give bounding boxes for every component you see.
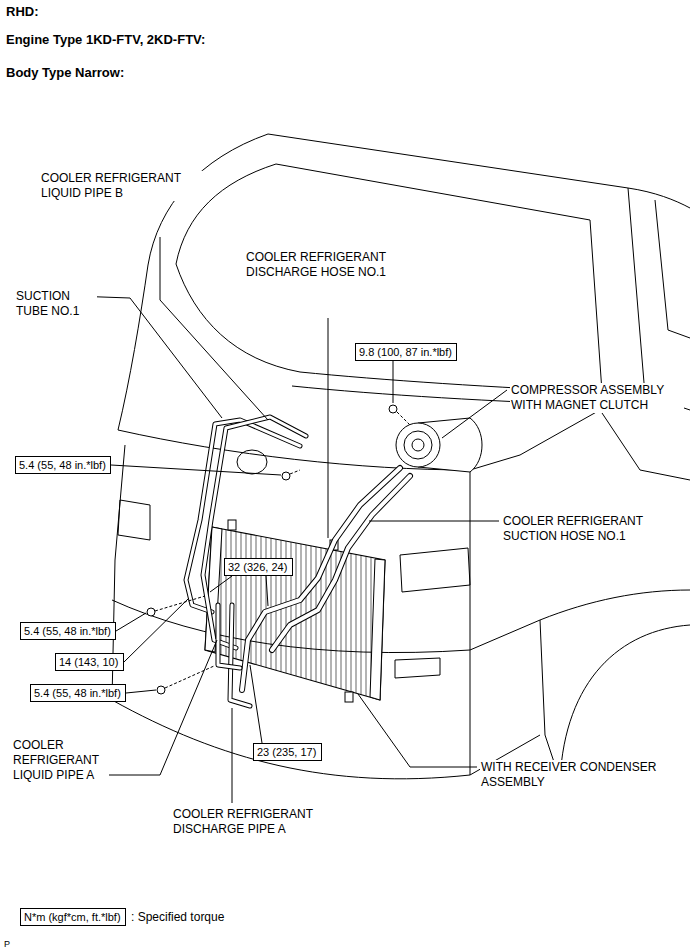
torque-value: 23 (235, 17)	[257, 745, 316, 759]
part-name: WITH RECEIVER CONDENSER ASSEMBLY	[480, 760, 674, 790]
part-name: COMPRESSOR ASSEMBLY WITH MAGNET CLUTCH	[510, 383, 684, 413]
discharge-hose	[242, 468, 400, 690]
legend-text: : Specified torque	[130, 910, 225, 925]
part-name: COOLER REFRIGERANT LIQUID PIPE B	[40, 171, 202, 201]
part-name: COOLER REFRIGERANT LIQUID PIPE A	[12, 738, 109, 783]
magnet-clutch	[396, 423, 440, 467]
discharge-hose	[242, 468, 400, 690]
bracket	[228, 520, 236, 530]
view-heading: Body Type Narrow:	[5, 65, 125, 80]
bolt	[147, 608, 155, 616]
leader-line	[266, 576, 268, 606]
part-name: SUCTION TUBE NO.1	[15, 289, 97, 319]
hood-lip	[118, 410, 600, 470]
torque-box: N*m (kgf*cm, ft.*lbf)	[20, 908, 126, 926]
bolt	[389, 405, 397, 413]
torque-value: 5.4 (55, 48 in.*lbf)	[19, 458, 106, 472]
condenser-tank	[370, 559, 385, 700]
leader-line	[442, 390, 507, 438]
fender-line	[540, 620, 560, 780]
torque-box: 14 (143, 10)	[55, 653, 124, 671]
fog-lamp	[395, 658, 440, 678]
leader-line	[116, 613, 146, 631]
liquid-pipe-a	[218, 605, 240, 668]
headlight	[118, 500, 150, 540]
torque-box: 23 (235, 17)	[253, 743, 322, 761]
bracket	[345, 692, 353, 702]
bolt-axis	[155, 596, 205, 611]
leader-line	[369, 521, 499, 522]
part-name: COOLER REFRIGERANT SUCTION HOSE NO.1	[502, 514, 672, 544]
roof-line	[148, 134, 690, 265]
figure-code: P	[3, 937, 11, 952]
torque-value: 5.4 (55, 48 in.*lbf)	[34, 686, 121, 700]
bolt	[282, 472, 290, 480]
torque-value: N*m (kgf*cm, ft.*lbf)	[24, 910, 121, 924]
emblem	[237, 450, 267, 474]
torque-value: 32 (326, 24)	[228, 560, 287, 574]
liquid-pipe-a	[218, 605, 240, 668]
windshield	[176, 164, 602, 392]
fender-line	[600, 410, 690, 480]
view-heading: Engine Type 1KD-FTV, 2KD-FTV:	[5, 32, 206, 47]
leader-line	[250, 665, 262, 743]
wheel-arch	[560, 625, 690, 780]
bolts	[147, 405, 410, 694]
torque-value: 14 (143, 10)	[59, 655, 118, 669]
side-window	[655, 200, 690, 338]
torque-box: 5.4 (55, 48 in.*lbf)	[20, 622, 116, 640]
leader-line	[393, 361, 394, 403]
torque-box: 32 (326, 24)	[224, 558, 293, 576]
leader-line	[328, 318, 329, 538]
bolt-axis	[290, 470, 300, 474]
pipes	[186, 417, 410, 706]
torque-value: 9.8 (100, 87 in.*lbf)	[359, 345, 452, 359]
discharge-pipe-a	[230, 605, 250, 706]
leader-line	[124, 598, 189, 662]
compressor	[396, 418, 482, 472]
view-heading: RHD:	[5, 4, 40, 19]
torque-box: 5.4 (55, 48 in.*lbf)	[30, 684, 126, 702]
front-edge	[118, 265, 148, 430]
leader-line	[111, 465, 281, 475]
part-name: COOLER REFRIGERANT DISCHARGE PIPE A	[172, 807, 334, 837]
leader-line	[126, 690, 156, 693]
torque-value: 5.4 (55, 48 in.*lbf)	[24, 624, 111, 638]
part-name: COOLER REFRIGERANT DISCHARGE HOSE NO.1	[245, 250, 407, 280]
leader-line	[210, 576, 232, 592]
right-panel-edge	[470, 470, 471, 775]
hub	[412, 439, 424, 451]
pulley	[404, 431, 432, 459]
bolt-axis	[397, 412, 410, 425]
torque-box: 5.4 (55, 48 in.*lbf)	[15, 456, 111, 474]
bumper-top	[112, 590, 690, 653]
torque-box: 9.8 (100, 87 in.*lbf)	[355, 343, 457, 361]
bolt	[157, 686, 165, 694]
leader-line	[358, 694, 477, 767]
door-pillar	[628, 188, 690, 410]
bolt-axis	[165, 666, 214, 688]
headlight	[400, 548, 470, 592]
leader-line	[232, 708, 233, 803]
discharge-pipe-a	[230, 605, 250, 706]
